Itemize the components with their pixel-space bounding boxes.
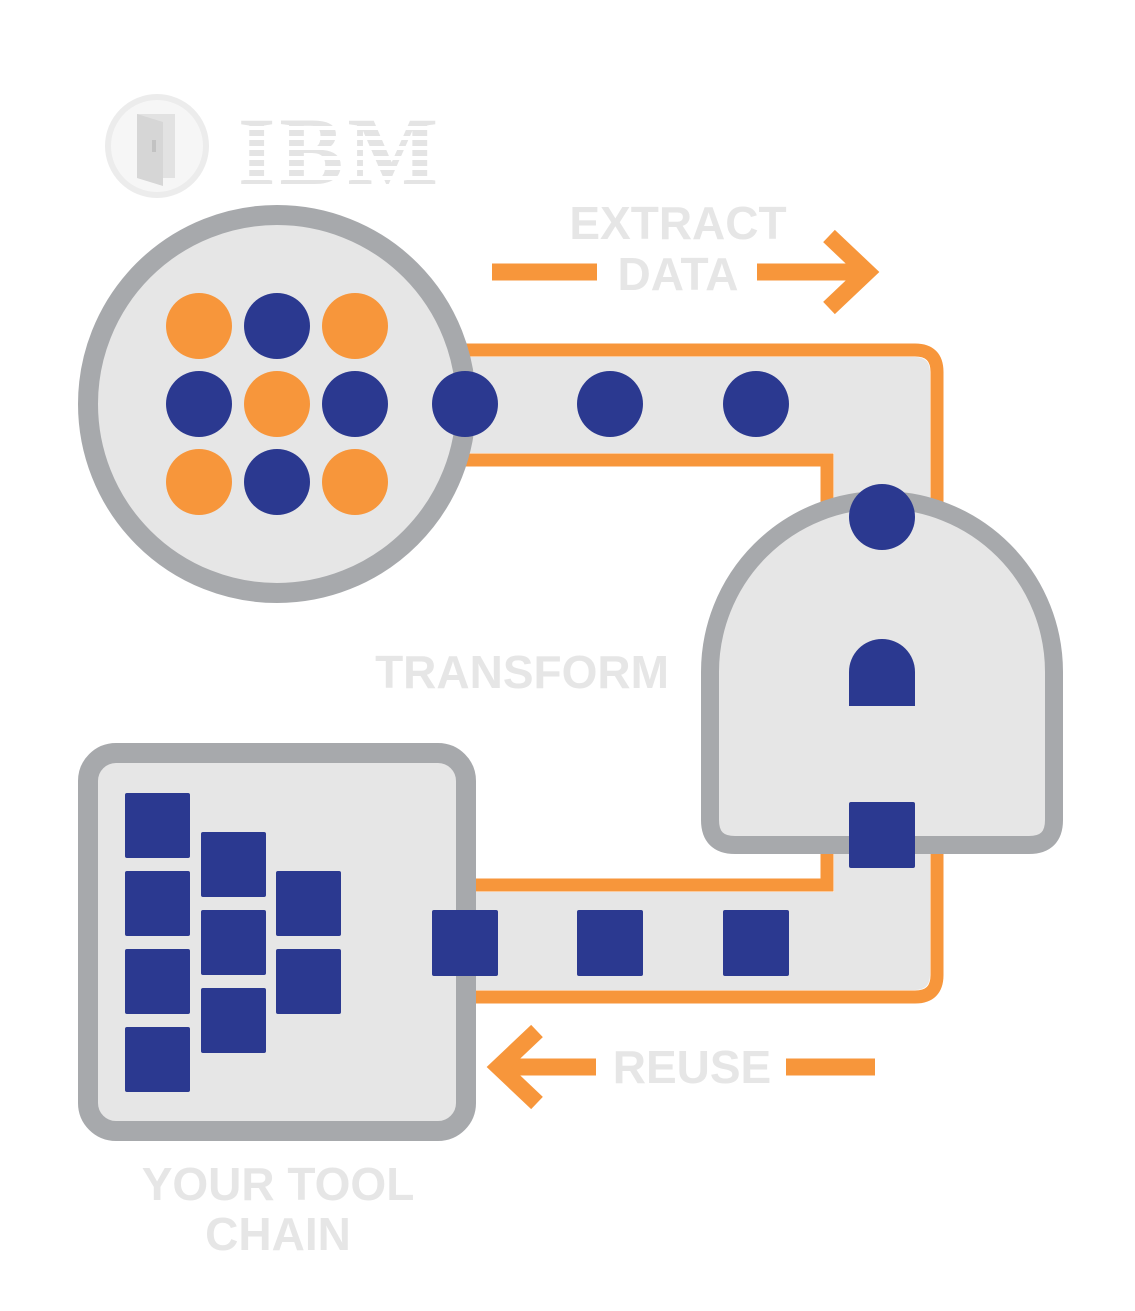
reuse-label: REUSE (613, 1041, 771, 1093)
source-dot-orange (322, 449, 388, 515)
ibm-logo: IBM (238, 98, 442, 205)
data-dot (577, 371, 643, 437)
reuse-data-items (432, 802, 915, 976)
data-square (577, 910, 643, 976)
tool-square (125, 949, 190, 1014)
source-dot-navy (244, 449, 310, 515)
tool-square (125, 1027, 190, 1092)
tool-square (201, 988, 266, 1053)
ibm-brand: IBM (105, 94, 442, 205)
toolchain-label-line2: CHAIN (205, 1208, 351, 1260)
labels: EXTRACT DATA TRANSFORM REUSE YOUR TOOL C… (142, 197, 787, 1260)
extract-arrow (492, 229, 880, 315)
data-square (849, 802, 915, 868)
data-dot (849, 484, 915, 550)
tool-square (276, 949, 341, 1014)
door-icon (105, 94, 209, 198)
source-dot-orange (322, 293, 388, 359)
source-dot-navy (166, 371, 232, 437)
extract-label-line1: EXTRACT (569, 197, 786, 249)
data-dot (723, 371, 789, 437)
data-square (723, 910, 789, 976)
data-square (432, 910, 498, 976)
bottom-pipe-inner (450, 840, 834, 892)
source-dot-navy (322, 371, 388, 437)
tool-square (201, 832, 266, 897)
reuse-arrow (486, 1024, 875, 1110)
tool-square (276, 871, 341, 936)
top-pipe-inner (440, 453, 834, 520)
source-dot-orange (244, 371, 310, 437)
toolchain-squares (125, 793, 341, 1092)
transform-morph-shape (849, 639, 915, 706)
ibm-logo-text: IBM (238, 98, 442, 205)
tool-square (125, 871, 190, 936)
data-dot (432, 371, 498, 437)
pipe-interiors (440, 357, 930, 990)
transform-label: TRANSFORM (375, 646, 669, 698)
source-dot-orange (166, 293, 232, 359)
top-pipe-outer (440, 343, 944, 520)
tool-square (201, 910, 266, 975)
source-dot-navy (244, 293, 310, 359)
extract-data-items (432, 371, 915, 550)
toolchain-label-line1: YOUR TOOL (142, 1158, 415, 1210)
tool-square (125, 793, 190, 858)
extract-label-line2: DATA (618, 248, 739, 300)
source-dot-grid (166, 293, 388, 515)
source-dot-orange (166, 449, 232, 515)
bottom-pipe-outer (450, 840, 944, 1004)
